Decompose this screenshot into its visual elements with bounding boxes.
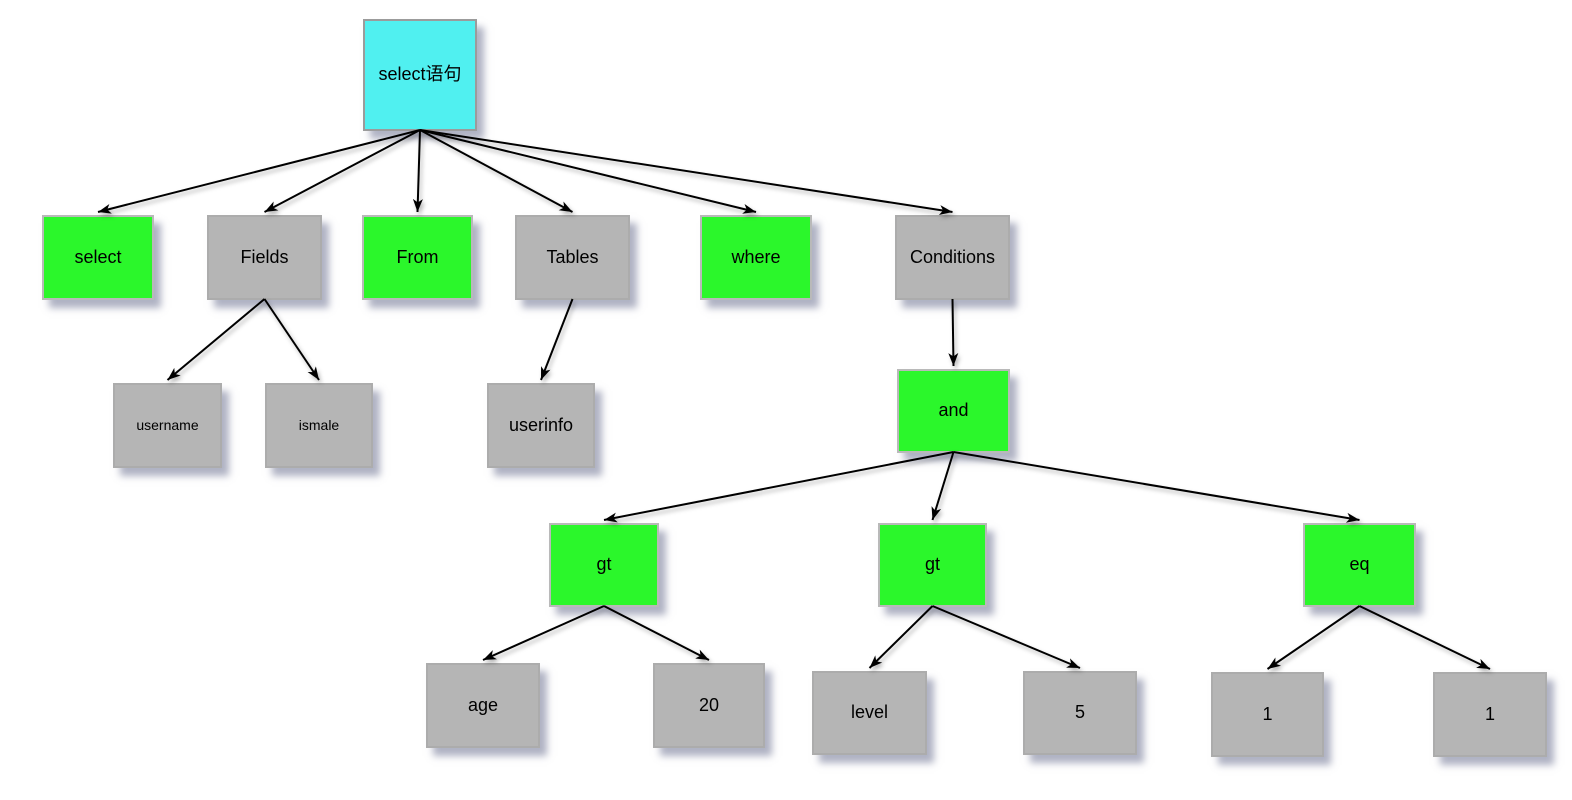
node-label: age <box>467 694 499 715</box>
node-select: select <box>42 215 154 300</box>
node-label: select <box>74 246 122 267</box>
node-label: Fields <box>240 246 289 267</box>
node-label: From <box>396 246 439 267</box>
node-and: and <box>897 369 1010 453</box>
node-label: 20 <box>698 694 720 715</box>
node-root: select语句 <box>363 19 477 131</box>
node-label: username <box>136 416 199 433</box>
node-tables: Tables <box>515 215 630 300</box>
node-label: 1 <box>1262 703 1273 724</box>
node-label: Tables <box>546 246 599 267</box>
node-gt1: gt <box>549 523 659 607</box>
node-label: 1 <box>1484 703 1495 724</box>
node-label: Conditions <box>909 246 996 267</box>
node-label: and <box>938 400 969 421</box>
node-num5: 5 <box>1023 671 1137 755</box>
node-label: 5 <box>1074 702 1085 723</box>
node-conditions: Conditions <box>895 215 1010 300</box>
node-label: gt <box>924 554 940 575</box>
node-one2: 1 <box>1433 672 1547 757</box>
node-label: ismale <box>298 416 340 433</box>
node-fields: Fields <box>207 215 322 300</box>
node-num20: 20 <box>653 663 765 748</box>
node-label: where <box>731 246 781 267</box>
node-age: age <box>426 663 540 748</box>
node-userinfo: userinfo <box>487 383 595 468</box>
node-eq: eq <box>1303 523 1416 607</box>
node-label: level <box>850 702 889 723</box>
node-from: From <box>362 215 473 300</box>
node-where: where <box>700 215 812 300</box>
node-label: eq <box>1349 554 1370 575</box>
node-ismale: ismale <box>265 383 373 468</box>
node-label: gt <box>596 554 612 575</box>
node-label: userinfo <box>508 414 574 435</box>
node-one1: 1 <box>1211 672 1324 757</box>
node-level: level <box>812 671 927 755</box>
node-gt2: gt <box>878 523 987 607</box>
node-username: username <box>113 383 222 468</box>
node-label: select语句 <box>378 64 462 85</box>
